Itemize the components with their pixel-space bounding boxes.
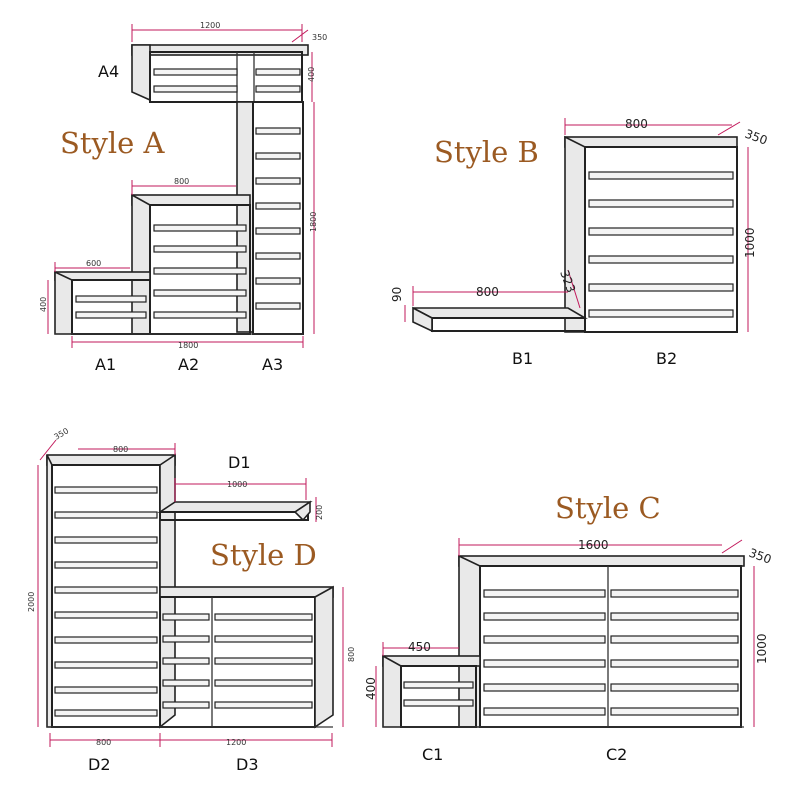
dim-b1-height: 90	[390, 287, 406, 322]
cabinet-a3	[236, 101, 304, 335]
dim-d2-width: 800	[49, 733, 161, 747]
part-label-d1: D1	[228, 453, 251, 472]
dim-label: 350	[747, 546, 773, 567]
dim-label: 800	[476, 285, 499, 299]
dim-label: 1000	[755, 633, 769, 664]
cabinet-d3	[159, 585, 334, 729]
dim-a4-height: 400	[307, 52, 316, 102]
dim-a-top-width: 1200	[131, 21, 303, 42]
part-label-a1: A1	[95, 355, 116, 374]
dim-label: 1200	[200, 21, 220, 30]
dim-label: 90	[390, 287, 404, 302]
dim-c1-width: 450	[382, 640, 459, 656]
style-b-title: Style B	[434, 135, 539, 169]
style-c-title: Style C	[555, 491, 661, 525]
part-label-a4: A4	[98, 62, 119, 81]
dim-label: 1000	[227, 480, 247, 489]
dim-label: 350	[53, 426, 71, 441]
part-label-a2: A2	[178, 355, 199, 374]
dim-d2-height: 2000	[27, 465, 39, 727]
dim-label: 450	[408, 640, 431, 654]
dim-label: 1800	[309, 212, 318, 232]
cabinet-c2	[458, 554, 745, 728]
style-d-title: Style D	[210, 538, 317, 572]
dim-label: 1800	[178, 341, 198, 350]
dim-b1-width: 800	[412, 285, 568, 306]
shelf-d1	[157, 500, 313, 522]
dim-b2-height: 1000	[743, 147, 757, 332]
dim-d1-width: 1000	[174, 478, 307, 502]
cabinet-b1	[412, 306, 588, 333]
dim-label: 350	[743, 127, 769, 148]
dim-label: 2000	[27, 592, 36, 612]
dim-label: 800	[625, 117, 648, 131]
dim-label: 350	[312, 33, 327, 42]
dim-a2-width: 800	[131, 177, 236, 195]
dim-label: 800	[113, 445, 128, 454]
dim-label: 400	[39, 297, 48, 312]
cabinet-d2	[46, 453, 176, 729]
dim-c1-height: 400	[364, 666, 378, 727]
dim-d1-height: 200	[315, 497, 324, 522]
part-label-c1: C1	[422, 745, 443, 764]
dim-a3-height: 1800	[309, 102, 318, 334]
dim-a-total-width: 1800	[71, 336, 304, 350]
dim-c2-width: 1600	[458, 538, 722, 556]
dim-label: 800	[96, 738, 111, 747]
part-label-b1: B1	[512, 349, 533, 368]
style-a-title: Style A	[60, 126, 166, 160]
style-b-group: 800 350 1000 800 90 323 B1 B2 Style B	[390, 117, 769, 368]
dim-label: 400	[364, 677, 378, 700]
cabinet-b2	[564, 135, 738, 333]
dim-label: 600	[86, 259, 101, 268]
dim-a-depth: 350	[291, 29, 327, 43]
dim-d2-width-top: 800	[78, 443, 176, 455]
part-label-b2: B2	[656, 349, 677, 368]
dim-label: 400	[307, 67, 316, 82]
dim-d3-height: 800	[342, 587, 356, 727]
dim-d3-width: 1200	[160, 733, 333, 747]
dim-c2-height: 1000	[753, 566, 769, 727]
part-label-d2: D2	[88, 755, 111, 774]
style-c-group: 1600 350 1000 450 400 C1 C2 Style C	[364, 491, 773, 764]
dim-a1-width: 600	[54, 259, 130, 272]
part-label-a3: A3	[262, 355, 283, 374]
dim-a1-height: 400	[39, 280, 49, 334]
part-label-c2: C2	[606, 745, 627, 764]
part-label-d3: D3	[236, 755, 259, 774]
dim-label: 1200	[226, 738, 246, 747]
dim-label: 1600	[578, 538, 609, 552]
style-d-group: 350 800 1000 200 2000 800 8	[27, 426, 356, 774]
style-a-group: 1200 350 400 1800 800 600 400	[39, 21, 327, 374]
dim-b2-width: 800	[564, 117, 732, 135]
dim-label: 800	[174, 177, 189, 186]
dim-label: 1000	[743, 227, 757, 258]
cabinet-a4	[131, 44, 309, 103]
dim-label: 800	[347, 647, 356, 662]
dim-label: 200	[315, 505, 324, 520]
